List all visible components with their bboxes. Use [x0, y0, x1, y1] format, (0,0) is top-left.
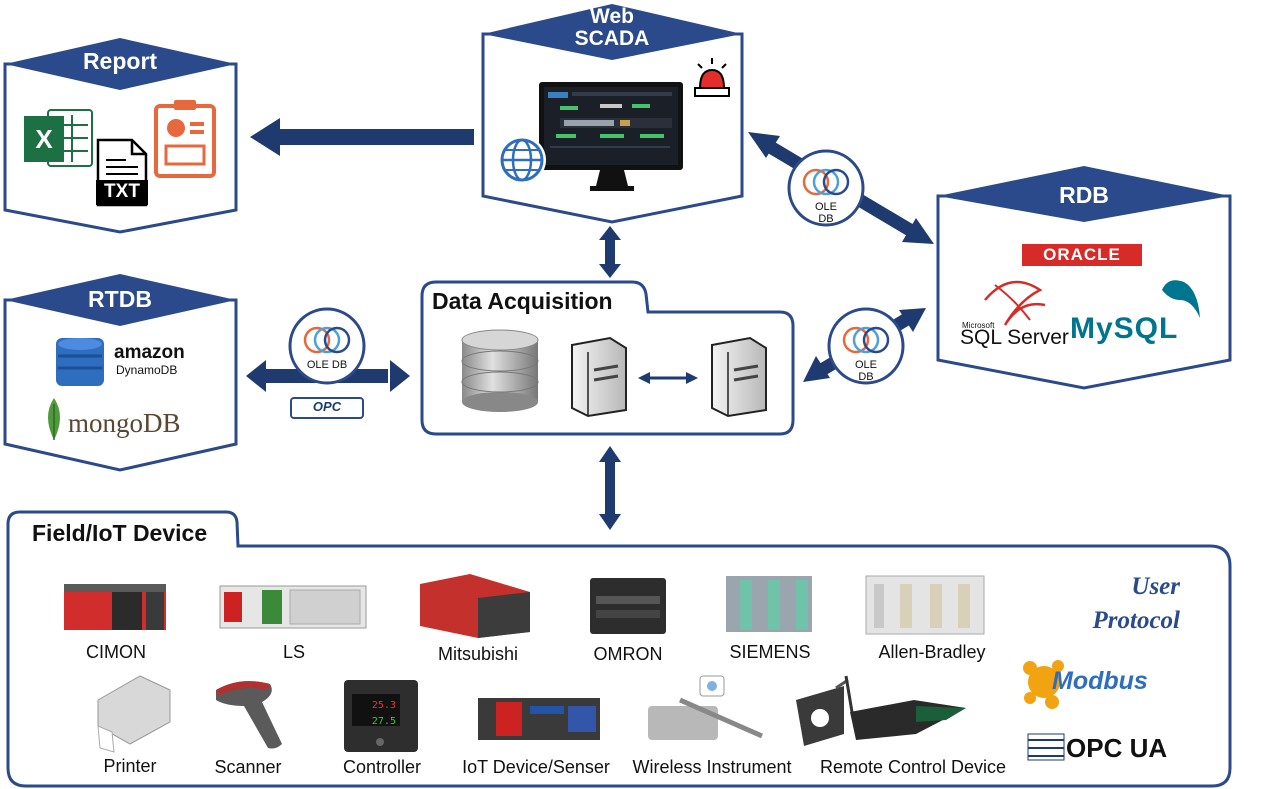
mitsubishi-plc-image: [420, 574, 530, 638]
opc-ua-label: OPC UA: [1066, 733, 1168, 763]
device-label-printer: Printer: [103, 756, 157, 776]
controller-image: 25.3 27.5: [344, 680, 418, 752]
ole-db-badge-da-rdb: [827, 307, 905, 385]
sql-server-logo: [984, 280, 1046, 326]
omron-plc-image: [590, 578, 666, 634]
device-label-remote-control-device: Remote Control Device: [819, 757, 1007, 777]
svg-text:27.5: 27.5: [372, 716, 396, 727]
device-label-omron: OMRON: [593, 644, 663, 664]
txt-icon-label: TXT: [104, 181, 140, 202]
oracle-logo: [1022, 244, 1142, 266]
oracle-label: ORACLE: [1043, 245, 1121, 264]
svg-text:X: X: [35, 124, 53, 154]
ole-db-label-scada-rdb: OLE DB: [814, 201, 837, 225]
amazon-label: amazon: [114, 342, 185, 363]
scanner-image: [216, 681, 282, 749]
presentation-icon: [154, 100, 216, 178]
remote-control-device-image: [796, 675, 966, 746]
ole-db-badge-rtdb-da: [288, 307, 366, 385]
mongodb-label: mongoDB: [68, 408, 181, 438]
mysql-label: MySQL: [1070, 312, 1179, 345]
siemens-plc-image: [726, 576, 812, 632]
ole-db-label-rtdb: OLE DB: [306, 359, 348, 371]
server-icon-1: [571, 336, 627, 418]
arrow-da-field: [599, 446, 621, 530]
arrow-server-to-server: [638, 372, 698, 384]
device-label-scanner: Scanner: [214, 757, 282, 777]
user-protocol-line1: User: [1131, 573, 1180, 600]
ole-db-badge-scada-rdb: [787, 149, 865, 227]
field-title: Field/IoT Device: [32, 520, 208, 546]
device-label-iot-device: IoT Device/Senser: [462, 757, 610, 777]
opc-ua-icon: [1027, 733, 1065, 761]
user-protocol-label: User Protocol: [1040, 570, 1181, 638]
ole-db-label-da-rdb: OLE DB: [854, 359, 877, 383]
device-label-siemens: SIEMENS: [729, 642, 811, 662]
database-icon: [461, 329, 539, 412]
arrow-scada-to-report: [250, 118, 474, 156]
modbus-label: Modbus: [1052, 667, 1148, 695]
mongodb-leaf-icon: [48, 398, 60, 440]
web-scada-title-line1: Web: [590, 5, 634, 28]
alarm-light-icon: [694, 58, 730, 97]
wireless-instrument-image: [648, 675, 764, 740]
dynamodb-label: DynamoDB: [116, 363, 178, 377]
rtdb-title: RTDB: [88, 286, 152, 312]
web-scada-title-line2: SCADA: [574, 27, 650, 50]
device-label-mitsubishi: Mitsubishi: [437, 644, 519, 664]
server-icon-2: [711, 336, 767, 418]
device-label-wireless-instrument: Wireless Instrument: [632, 757, 792, 777]
excel-icon: X: [24, 109, 93, 167]
device-label-controller: Controller: [342, 757, 422, 777]
svg-text:25.3: 25.3: [372, 700, 396, 711]
device-label-allen-bradley: Allen-Bradley: [878, 642, 986, 662]
iot-device-image: [478, 698, 600, 740]
data-acquisition-title: Data Acquisition: [432, 288, 613, 314]
mysql-dolphin-icon: [1162, 280, 1200, 318]
opc-badge: [290, 397, 364, 419]
rdb-title: RDB: [1059, 182, 1109, 208]
opc-label: OPC: [312, 399, 342, 414]
user-protocol-line2: Protocol: [1092, 607, 1181, 634]
rdb-box: [936, 166, 1232, 390]
dynamodb-icon: [56, 338, 104, 386]
device-label-cimon: CIMON: [86, 642, 146, 662]
web-scada-title: Web SCADA: [552, 6, 672, 50]
monitor-icon: [539, 82, 683, 191]
txt-file-icon: [96, 138, 148, 207]
arrow-scada-da: [599, 226, 621, 278]
device-label-ls: LS: [282, 642, 306, 662]
sql-server-small-label: Microsoft: [962, 321, 995, 330]
allen-bradley-plc-image: [865, 575, 985, 635]
globe-icon: [498, 136, 546, 184]
modbus-icon: [1023, 660, 1064, 709]
report-title: Report: [82, 48, 158, 74]
ls-plc-image: [219, 585, 367, 629]
sql-server-label: SQL Server: [960, 326, 1069, 349]
printer-image: [97, 675, 171, 753]
cimon-plc-image: [64, 584, 166, 630]
